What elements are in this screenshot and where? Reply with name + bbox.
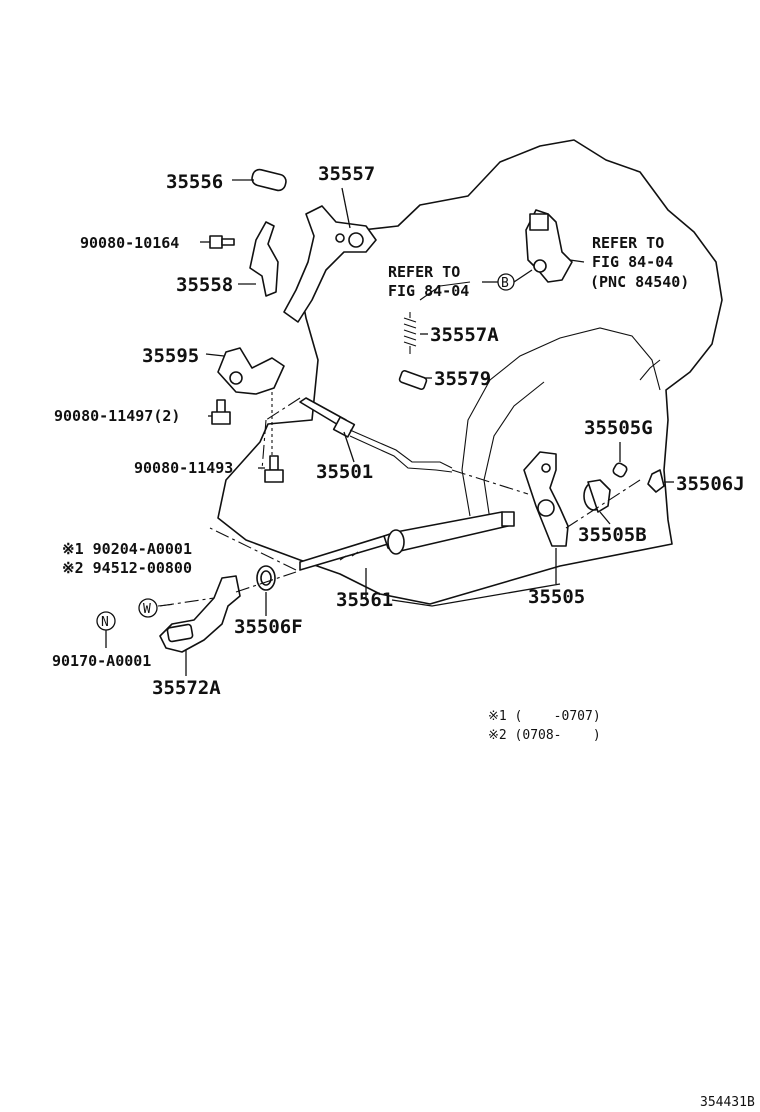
label-35572A: 35572A (152, 677, 221, 699)
label-35506F: 35506F (234, 616, 303, 638)
part-35505B-bushing (583, 479, 611, 525)
label-35557: 35557 (318, 163, 375, 185)
label-94512-00800: ※2 94512-00800 (62, 559, 192, 577)
label-90080-11493: 90080-11493 (134, 459, 233, 477)
label-90080-10164: 90080-10164 (80, 234, 179, 252)
label-35595: 35595 (142, 345, 199, 367)
refer-right-line3: (PNC 84540) (590, 273, 689, 291)
n-letter: N (101, 615, 109, 630)
part-35506F-seal (256, 565, 276, 616)
figure-id: 354431B (700, 1095, 755, 1110)
part-35561-shaft (299, 511, 515, 600)
part-35558-bracket (238, 221, 279, 297)
part-35506J-clip (647, 469, 674, 493)
refer-right-line2: FIG 84-04 (592, 253, 673, 271)
label-90204-A0001: ※1 90204-A0001 (62, 540, 192, 558)
label-35558: 35558 (176, 274, 233, 296)
part-35579-pin (398, 369, 432, 391)
part-35505G-clip (612, 442, 628, 478)
neutral-switch (525, 209, 585, 283)
part-35595-bracket (205, 347, 285, 470)
label-35501: 35501 (316, 461, 373, 483)
label-35505B: 35505B (578, 524, 647, 546)
leader-lines (159, 269, 641, 607)
label-90080-11497: 90080-11497(2) (54, 407, 180, 425)
label-35579: 35579 (434, 368, 491, 390)
part-35505-lever (523, 451, 569, 584)
refer-left-line2: FIG 84-04 (388, 282, 469, 300)
w-circle (138, 598, 158, 618)
refer-left-line1: REFER TO (388, 263, 460, 281)
part-35572A-lever (159, 575, 241, 676)
part-90080-10164-bolt (200, 235, 235, 249)
label-35506J: 35506J (676, 473, 745, 495)
refer-left-circle (497, 273, 515, 291)
part-35557A-spring (403, 312, 428, 354)
note-1: ※1 ( -0707) (488, 709, 601, 724)
label-35505: 35505 (528, 586, 585, 608)
note-2: ※2 (0708- ) (488, 728, 601, 743)
part-90080-11497-bolt (208, 399, 231, 425)
label-35556: 35556 (166, 171, 223, 193)
label-90170-A0001: 90170-A0001 (52, 652, 151, 670)
part-35501-rod (299, 397, 453, 473)
label-35505G: 35505G (584, 417, 653, 439)
part-35557-lever (283, 187, 377, 323)
refer-right-line1: REFER TO (592, 234, 664, 252)
label-35561: 35561 (336, 589, 393, 611)
part-35556-pin (232, 168, 287, 192)
refer-left-circle-letter: B (501, 276, 509, 291)
part-90080-11493-bolt (258, 455, 284, 483)
transmission-case (217, 139, 723, 605)
w-letter: W (143, 602, 151, 617)
label-35557A: 35557A (430, 324, 499, 346)
